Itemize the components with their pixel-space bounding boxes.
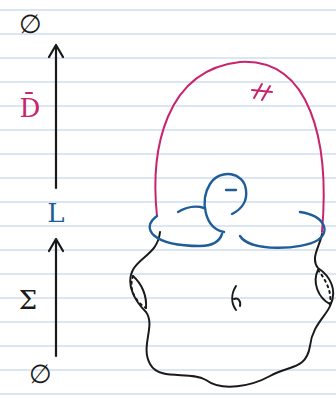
link-l <box>150 174 325 248</box>
upper-arrow <box>55 46 57 188</box>
cap-label: D̄ <box>20 95 41 121</box>
cap-disk <box>155 62 323 232</box>
ruled-lines <box>0 10 336 394</box>
link-label: L <box>47 200 64 226</box>
empty-set: ∅ <box>29 361 52 387</box>
upper-arrowhead <box>49 45 63 57</box>
empty-set: ∅ <box>19 11 42 37</box>
lower-arrow <box>55 240 57 356</box>
lower-arrowhead <box>49 239 63 251</box>
surface-sigma <box>130 232 333 387</box>
surface-label: Σ <box>19 287 37 313</box>
